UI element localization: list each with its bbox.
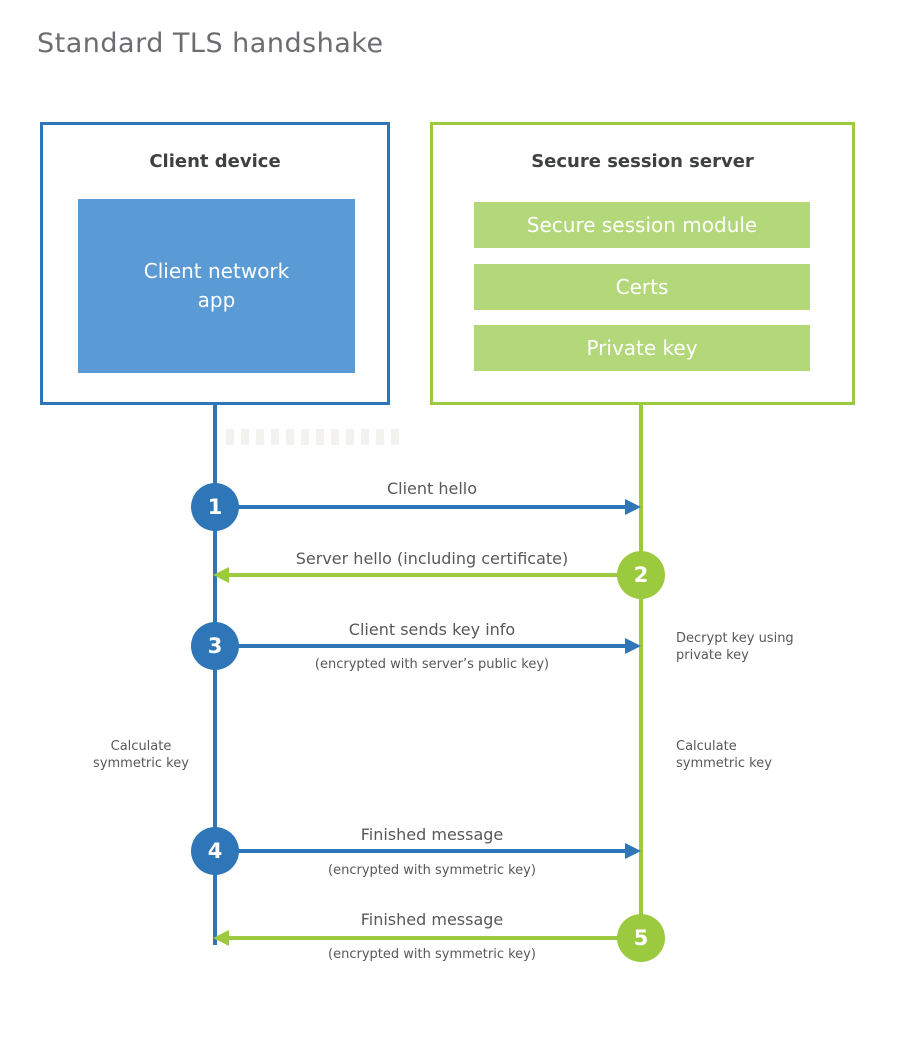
- server-lifeline: [639, 405, 643, 938]
- step4-number-badge: 4: [191, 827, 239, 875]
- client-lifeline: [213, 405, 217, 945]
- step3-number-badge: 3: [191, 622, 239, 670]
- step3-label: Client sends key info: [348, 620, 516, 639]
- step1-arrowhead-right-icon: [625, 499, 641, 515]
- step4-label: Finished message: [360, 825, 504, 844]
- step5-arrowhead-left-icon: [213, 930, 229, 946]
- calculate-symmetric-key-note-server: Calculate symmetric key: [676, 739, 772, 771]
- step3-arrow-line: [237, 644, 627, 648]
- faint-dashes-decoration: [226, 429, 400, 445]
- step2-arrow-line: [229, 573, 619, 577]
- server-module-private-key: Private key: [474, 325, 810, 371]
- step1-arrow-line: [237, 505, 627, 509]
- step5-sublabel: (encrypted with symmetric key): [328, 947, 536, 962]
- step3-arrowhead-right-icon: [625, 638, 641, 654]
- step5-arrow-line: [229, 936, 619, 940]
- client-device-heading: Client device: [149, 151, 281, 172]
- step1-label: Client hello: [386, 479, 478, 498]
- step2-label: Server hello (including certificate): [295, 549, 569, 568]
- step5-number-badge: 5: [617, 914, 665, 962]
- step2-arrowhead-left-icon: [213, 567, 229, 583]
- client-device-box: Client device Client network app: [40, 122, 390, 405]
- calculate-symmetric-key-note-client: Calculate symmetric key: [93, 739, 189, 771]
- secure-session-server-box: Secure session server Secure session mod…: [430, 122, 855, 405]
- step5-label: Finished message: [360, 910, 504, 929]
- client-network-app-box: Client network app: [78, 199, 355, 373]
- step2-number-badge: 2: [617, 551, 665, 599]
- decrypt-key-note: Decrypt key using private key: [676, 631, 794, 663]
- page-title: Standard TLS handshake: [37, 28, 384, 59]
- step3-sublabel: (encrypted with server’s public key): [314, 657, 550, 672]
- step1-number-badge: 1: [191, 483, 239, 531]
- server-module-secure-session-module: Secure session module: [474, 202, 810, 248]
- step4-arrow-line: [237, 849, 627, 853]
- server-module-certs: Certs: [474, 264, 810, 310]
- client-network-app-label: Client network app: [143, 259, 290, 312]
- step4-sublabel: (encrypted with symmetric key): [328, 863, 536, 878]
- step4-arrowhead-right-icon: [625, 843, 641, 859]
- server-heading: Secure session server: [531, 151, 754, 172]
